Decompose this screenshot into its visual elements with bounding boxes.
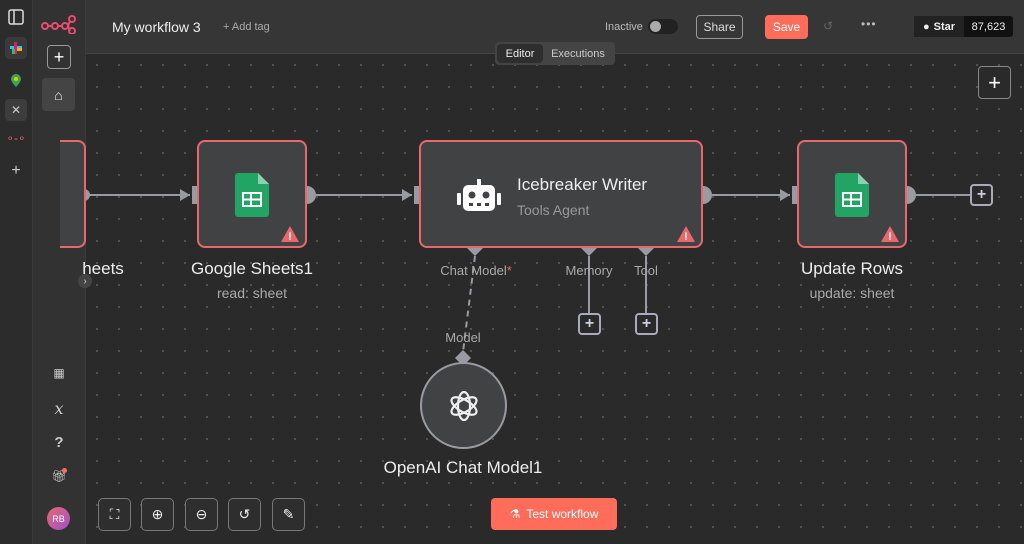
update-rows-subtitle: update: sheet	[809, 285, 895, 301]
openai-icon	[449, 390, 478, 421]
model-connection-line	[462, 255, 476, 353]
more-options-icon[interactable]: •••	[861, 17, 877, 31]
chat-model-label: Chat Model*	[440, 263, 512, 278]
add-node-button[interactable]: +	[978, 66, 1011, 99]
github-icon: ●	[922, 20, 930, 33]
svg-text:!: !	[888, 231, 892, 242]
add-memory-button[interactable]: +	[578, 313, 601, 335]
home-icon[interactable]: ⌂	[42, 78, 75, 111]
github-star-button[interactable]: ●Star	[914, 16, 964, 37]
tidy-up-button[interactable]: ✎	[272, 498, 305, 531]
tool-label: Tool	[634, 263, 658, 278]
active-status-label: Inactive	[605, 21, 643, 33]
workflow-canvas[interactable]	[86, 54, 1024, 544]
tab-editor[interactable]: Editor	[497, 44, 543, 63]
add-next-node-button[interactable]: +	[970, 184, 993, 206]
zoom-out-button[interactable]: ⊖	[185, 498, 218, 531]
google-sheets1-label: Google Sheets1	[191, 259, 313, 278]
n8n-logo-icon[interactable]	[41, 14, 77, 34]
share-button[interactable]: Share	[696, 15, 743, 39]
active-toggle[interactable]	[648, 19, 678, 34]
reset-zoom-button[interactable]: ↺	[228, 498, 261, 531]
github-star-count: 87,623	[964, 16, 1013, 37]
previous-node[interactable]	[60, 140, 86, 248]
google-sheets-icon	[835, 173, 869, 217]
svg-text:!: !	[288, 231, 292, 242]
variables-icon[interactable]: 𝑥	[54, 398, 64, 418]
view-tabs: Editor Executions	[495, 42, 615, 65]
avatar[interactable]: RB	[47, 507, 70, 530]
update-rows-label: Update Rows	[800, 259, 904, 278]
add-tool-button[interactable]: +	[635, 313, 658, 335]
sidebar-toggle-icon[interactable]	[5, 6, 27, 28]
slack-icon[interactable]	[5, 37, 27, 59]
openai-chat-model-node[interactable]	[420, 362, 507, 449]
agent-title: Icebreaker Writer	[517, 175, 648, 194]
icebreaker-writer-node[interactable]: Icebreaker Writer Tools Agent !	[419, 140, 703, 248]
maps-icon[interactable]	[5, 69, 27, 91]
warning-icon[interactable]: !	[677, 226, 695, 242]
add-tag-link[interactable]: + Add tag	[223, 21, 270, 33]
previous-node-label: heets	[82, 259, 124, 278]
model-input-label: Model	[445, 330, 481, 345]
expand-sidebar-icon[interactable]: ›	[78, 274, 92, 288]
svg-text:!: !	[684, 231, 688, 242]
flask-icon: ⚗	[509, 507, 521, 521]
openai-chat-model-label: OpenAI Chat Model1	[383, 458, 543, 477]
add-tab-icon[interactable]: +	[11, 162, 21, 179]
gift-icon[interactable]: 🎁︎	[51, 468, 67, 483]
save-button[interactable]: Save	[765, 15, 808, 39]
close-icon[interactable]: ✕	[5, 99, 27, 121]
workflow-title[interactable]: My workflow 3	[112, 19, 201, 35]
help-icon[interactable]: ?	[54, 433, 64, 451]
robot-icon	[457, 179, 501, 211]
google-sheets1-node[interactable]: !	[197, 140, 307, 248]
test-workflow-button[interactable]: ⚗Test workflow	[491, 498, 617, 530]
tab-executions[interactable]: Executions	[551, 47, 605, 60]
fit-view-button[interactable]: ⛶	[98, 498, 131, 531]
templates-icon[interactable]: ▦	[53, 366, 65, 380]
n8n-tab-icon[interactable]: ∘-∘	[6, 131, 26, 145]
google-sheets1-subtitle: read: sheet	[216, 285, 288, 301]
add-button[interactable]: +	[47, 45, 71, 69]
update-rows-node[interactable]: !	[797, 140, 907, 248]
google-sheets-icon	[235, 173, 269, 217]
history-icon[interactable]: ↺	[823, 19, 834, 33]
warning-icon[interactable]: !	[881, 226, 899, 242]
sidebar: + ⌂ ▦ 𝑥 ? 🎁︎ RB	[33, 0, 86, 544]
warning-icon[interactable]: !	[281, 226, 299, 242]
zoom-in-button[interactable]: ⊕	[141, 498, 174, 531]
agent-subtitle: Tools Agent	[517, 202, 590, 218]
app-strip: ✕ ∘-∘ +	[0, 0, 33, 544]
memory-label: Memory	[565, 263, 613, 278]
